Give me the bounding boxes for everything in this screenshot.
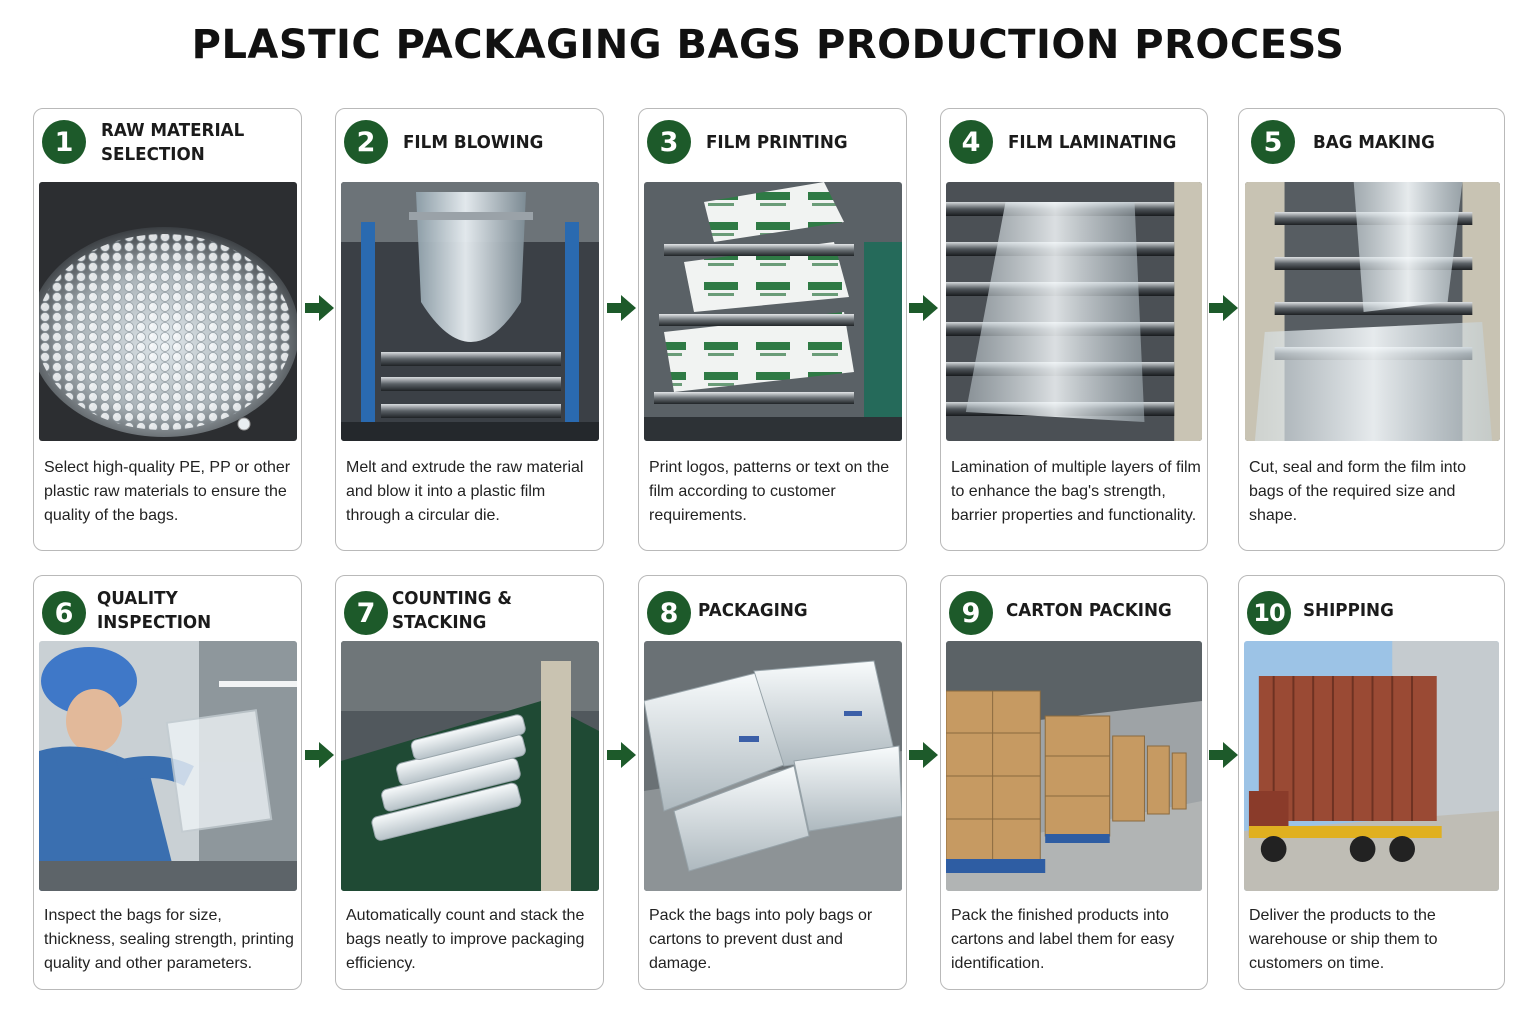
conveyor-stacked-bags-image: [341, 641, 599, 891]
step-description: Inspect the bags for size, thickness, se…: [44, 907, 294, 972]
step-number-badge: 2: [344, 120, 388, 164]
step-description: Deliver the products to the warehouse or…: [1249, 907, 1438, 972]
step-title: RAW MATERIAL SELECTION: [101, 120, 245, 165]
step-description: Cut, seal and form the film into bags of…: [1249, 459, 1466, 524]
arrow-right-icon: [607, 295, 636, 321]
worker-inspecting-bag-image: [39, 641, 297, 891]
bag-making-machine-image: [1245, 182, 1500, 441]
step-number-badge: 7: [344, 591, 388, 635]
step-card-8: 8 PACKAGING Pack the bags into poly bags…: [638, 575, 907, 990]
step-title: FILM LAMINATING: [1008, 132, 1177, 153]
shipping-truck-image: [1244, 641, 1499, 891]
step-number-badge: 9: [949, 591, 993, 635]
plastic-pellets-image: [39, 182, 297, 441]
step-description: Select high-quality PE, PP or other plas…: [44, 459, 291, 524]
step-number-badge: 5: [1251, 120, 1295, 164]
step-title: CARTON PACKING: [1006, 600, 1172, 621]
step-card-9: 9 CARTON PACKING Pack the finished produ…: [940, 575, 1208, 990]
step-number-badge: 6: [42, 591, 86, 635]
step-card-6: 6 QUALITY INSPECTION Inspect the bags fo…: [33, 575, 302, 990]
step-card-10: 10 SHIPPING Deliver the products to the …: [1238, 575, 1505, 990]
film-blowing-machine-image: [341, 182, 599, 441]
step-card-7: 7 COUNTING & STACKING Automatically coun…: [335, 575, 604, 990]
step-number-badge: 4: [949, 120, 993, 164]
step-title: COUNTING & STACKING: [392, 588, 512, 633]
step-card-1: 1 RAW MATERIAL SELECTION Select high-qua…: [33, 108, 302, 551]
laminating-rollers-image: [946, 182, 1202, 441]
arrow-right-icon: [305, 742, 334, 768]
step-title: SHIPPING: [1303, 600, 1394, 621]
arrow-right-icon: [909, 295, 938, 321]
step-title: PACKAGING: [698, 600, 808, 621]
arrow-right-icon: [1209, 295, 1238, 321]
step-card-2: 2 FILM BLOWING Melt and extrude the raw …: [335, 108, 604, 551]
step-description: Melt and extrude the raw material and bl…: [346, 459, 584, 524]
arrow-right-icon: [909, 742, 938, 768]
step-card-3: 3 FILM PRINTING Print logos, patterns or…: [638, 108, 907, 551]
arrow-right-icon: [607, 742, 636, 768]
step-title: BAG MAKING: [1313, 132, 1435, 153]
step-title: FILM BLOWING: [403, 132, 544, 153]
step-number-badge: 8: [647, 591, 691, 635]
step-card-5: 5 BAG MAKING Cut, seal and form the film…: [1238, 108, 1505, 551]
arrow-right-icon: [305, 295, 334, 321]
page-title: PLASTIC PACKAGING BAGS PRODUCTION PROCES…: [191, 22, 1345, 68]
step-number-badge: 3: [647, 120, 691, 164]
step-description: Automatically count and stack the bags n…: [346, 907, 585, 972]
step-description: Print logos, patterns or text on the fil…: [649, 459, 890, 524]
step-number-badge: 1: [42, 120, 86, 164]
packed-bags-image: [644, 641, 902, 891]
step-title: QUALITY INSPECTION: [97, 588, 212, 633]
warehouse-cartons-image: [946, 641, 1202, 891]
step-description: Lamination of multiple layers of film to…: [951, 459, 1201, 524]
step-description: Pack the bags into poly bags or cartons …: [649, 907, 873, 972]
step-number-badge: 10: [1247, 591, 1291, 635]
step-description: Pack the finished products into cartons …: [951, 907, 1175, 972]
step-card-4: 4 FILM LAMINATING Lamination of multiple…: [940, 108, 1208, 551]
arrow-right-icon: [1209, 742, 1238, 768]
step-title: FILM PRINTING: [706, 132, 848, 153]
printing-press-image: [644, 182, 902, 441]
